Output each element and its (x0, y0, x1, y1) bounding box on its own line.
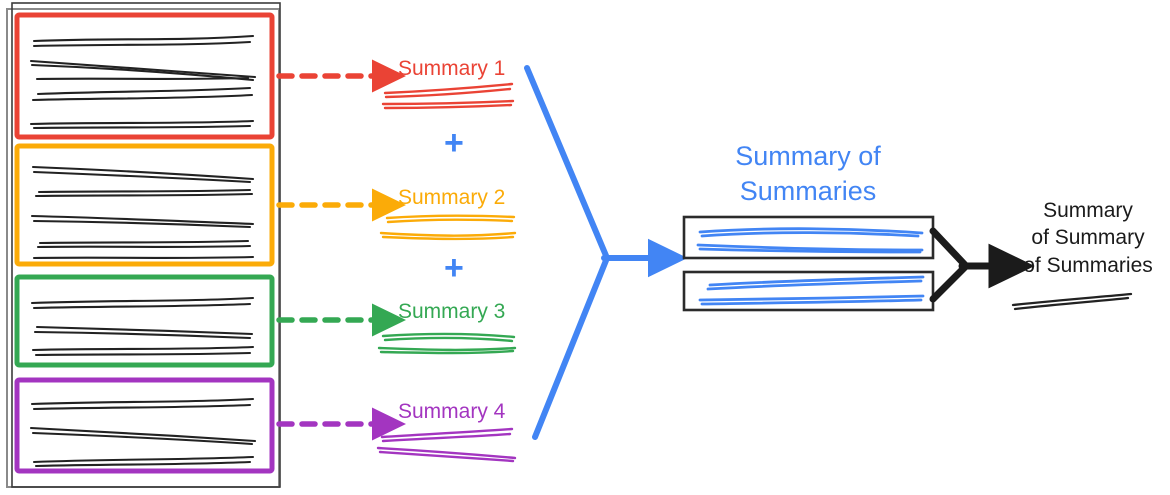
final-output-line-1: Summary (1043, 199, 1133, 222)
sos-box-1-lines (696, 227, 924, 254)
source-panel-frame-inner (11, 2, 281, 488)
summary-1-lines (381, 82, 515, 110)
chunk-3-box[interactable] (14, 274, 275, 368)
sos-title-line-2: Summaries (739, 175, 877, 206)
summary-1-label: Summary 1 (398, 57, 506, 80)
merge-arrow-black-bottom (929, 262, 970, 303)
chunk-1-text-lines (29, 34, 257, 130)
final-output-line-2: of Summary (1031, 226, 1145, 250)
summary-2-lines (379, 214, 517, 241)
summary-of-summaries-title: Summary of Summaries (694, 139, 922, 208)
sos-box-2-lines (698, 275, 925, 306)
chunk-4-text-lines (29, 397, 257, 468)
plus-operator-1: + (444, 124, 464, 162)
summary-2-label: Summary 2 (398, 186, 506, 209)
summary-3-lines (377, 332, 517, 355)
final-output-underline (1011, 292, 1133, 311)
summary-3-label: Summary 3 (398, 300, 506, 323)
summary-4-label: Summary 4 (398, 400, 506, 423)
merge-arrow-blue-bottom (532, 255, 610, 440)
merge-arrow-black-top (929, 227, 970, 270)
chunk-2-text-lines (30, 165, 255, 260)
plus-operator-2: + (444, 249, 464, 287)
summary-4-lines (376, 427, 517, 463)
sos-title-line-1: Summary of (735, 141, 881, 171)
final-output-label: Summary of Summary of Summaries (1009, 197, 1167, 279)
chunk-3-text-lines (30, 296, 255, 357)
final-output-line-3: of Summaries (1023, 253, 1153, 277)
merge-arrow-blue-top (524, 65, 610, 261)
